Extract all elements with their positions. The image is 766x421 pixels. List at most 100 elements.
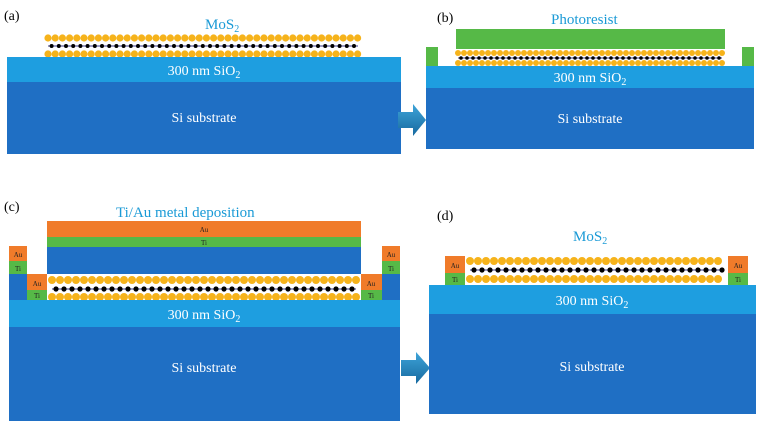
sulfur-atom [238,34,246,42]
molybdenum-atom [695,267,701,273]
sulfur-atom [545,60,551,66]
sulfur-atom [152,293,160,301]
molybdenum-atom [136,44,140,48]
mos2-layer-a [44,34,362,58]
substrate-label-b: Si substrate [558,112,623,127]
molybdenum-atom [143,44,148,48]
sulfur-atom [44,50,52,58]
sulfur-atom [682,257,690,265]
sulfur-atom [683,60,689,66]
molybdenum-atom [71,44,76,48]
molybdenum-atom [679,267,685,273]
sulfur-atom [210,34,218,42]
molybdenum-atom [477,56,481,60]
molybdenum-atom [543,267,549,273]
panel-d-letter: (d) [437,209,454,224]
sulfur-atom [626,257,634,265]
molybdenum-atom [78,44,83,48]
photoresist-region-c [47,247,361,274]
molybdenum-atom [585,56,589,60]
sulfur-atom [104,293,112,301]
sulfur-atom [352,276,360,284]
contact-left-ti-d [445,273,465,285]
molybdenum-atom [621,56,625,60]
substrate-label-d: Si substrate [560,360,625,375]
sulfur-atom [267,50,275,58]
sulfur-atom [587,50,593,56]
molybdenum-atom [663,267,669,273]
sulfur-atom [467,60,473,66]
molybdenum-atom [157,286,163,292]
sulfur-atom [491,50,497,56]
sulfur-atom [671,50,677,56]
sulfur-atom [466,275,474,283]
sulfur-atom [690,275,698,283]
sulfur-atom [466,257,474,265]
sio2-label-d: 300 nm SiO2 [556,294,629,311]
molybdenum-atom [293,286,299,292]
molybdenum-atom [309,286,315,292]
sulfur-atom [346,34,354,42]
sulfur-atom [509,60,515,66]
sulfur-atom [578,275,586,283]
molybdenum-atom [671,267,677,273]
sulfur-atom [58,50,66,58]
sulfur-atom [138,34,146,42]
sulfur-atom [650,275,658,283]
sulfur-atom [538,257,546,265]
sulfur-atom [647,50,653,56]
sulfur-atom [112,276,120,284]
sulfur-atom [490,257,498,265]
molybdenum-atom [633,56,637,60]
sulfur-atom [312,276,320,284]
sulfur-atom [231,34,239,42]
sio2-label-a: 300 nm SiO2 [168,64,241,81]
molybdenum-atom [117,286,123,292]
sulfur-atom [482,275,490,283]
sulfur-atom [224,293,232,301]
panel-b: (b) Photoresist 300 nm SiO2 Si substrate [426,11,754,149]
sulfur-atom [605,60,611,66]
sulfur-atom [282,50,290,58]
molybdenum-atom [459,56,463,60]
sulfur-atom [683,50,689,56]
panel-a-letter: (a) [4,9,20,24]
sulfur-atom [80,293,88,301]
panel-c-title: Ti/Au metal deposition [116,205,255,221]
sulfur-atom [546,275,554,283]
molybdenum-atom [294,44,299,48]
sulfur-atom [461,50,467,56]
molybdenum-atom [583,267,589,273]
sulfur-atom [498,275,506,283]
molybdenum-atom [61,286,67,292]
molybdenum-atom [535,267,541,273]
sulfur-atom [581,60,587,66]
sulfur-atom [166,34,174,42]
molybdenum-atom [236,44,241,48]
molybdenum-atom [687,267,693,273]
molybdenum-atom [181,286,187,292]
molybdenum-atom [221,286,227,292]
sulfur-atom [647,60,653,66]
sulfur-atom [509,50,515,56]
sulfur-atom [256,276,264,284]
sulfur-atom [130,50,138,58]
sulfur-atom [339,34,347,42]
sulfur-atom [253,50,261,58]
sio2-layer-a [7,57,401,82]
sulfur-atom [554,257,562,265]
molybdenum-atom [197,286,203,292]
sulfur-atom [570,257,578,265]
sulfur-atom [570,275,578,283]
sulfur-atom [159,34,167,42]
sulfur-atom [66,34,74,42]
sulfur-atom [562,275,570,283]
molybdenum-atom [308,44,313,48]
sio2-label-c: 300 nm SiO2 [168,308,241,325]
si-substrate-b [426,88,754,149]
sulfur-atom [610,275,618,283]
sulfur-atom [210,50,218,58]
sulfur-atom [56,276,64,284]
molybdenum-atom [483,56,487,60]
sulfur-atom [641,60,647,66]
